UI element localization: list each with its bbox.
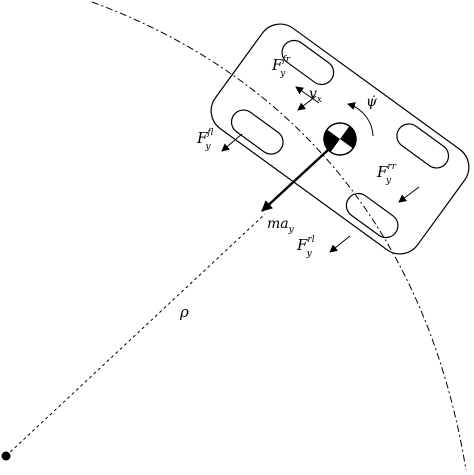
vx-arrow: [295, 86, 320, 104]
vehicle-body: [210, 23, 470, 255]
yaw-rate-label: ψ̇: [366, 94, 378, 110]
trajectory-arc: [91, 1, 467, 471]
radius-line: [5, 213, 266, 457]
wheel-rear-left: [345, 192, 399, 239]
vx-label: vx: [309, 86, 322, 105]
wheel-front-left: [230, 109, 284, 155]
center-of-curvature-dot: [1, 451, 11, 461]
radius-label: ρ: [179, 303, 189, 321]
wheel-rear-right: [396, 123, 450, 169]
lateral-accel-arrow: [261, 149, 329, 212]
center-of-gravity-icon: [323, 122, 357, 156]
yaw-rate-arrow: [347, 102, 374, 137]
fy-rear-left-arrow: [329, 235, 351, 253]
lateral-accel-label: may: [267, 216, 295, 235]
fy-rear-right-arrow: [398, 186, 420, 203]
fy-front-left-arrow: [221, 133, 243, 152]
wheel-front-right: [281, 39, 335, 86]
